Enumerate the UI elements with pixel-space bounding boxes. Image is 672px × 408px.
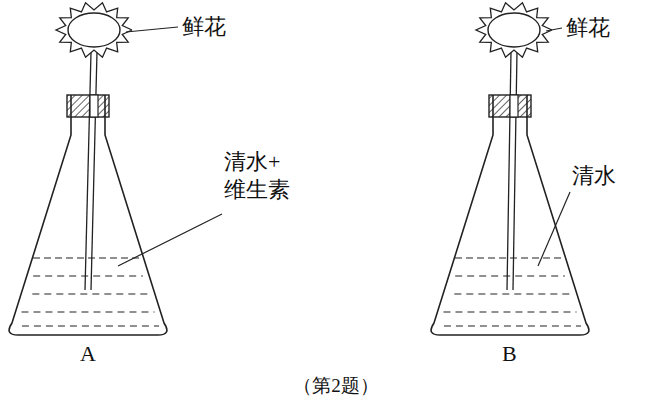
flower-petals <box>56 3 132 58</box>
flask <box>9 3 167 335</box>
stem-hole <box>510 95 518 117</box>
flower-stem <box>513 52 517 290</box>
figure-caption: （第2题） <box>293 374 379 398</box>
leader-line <box>126 27 178 32</box>
water-dash <box>32 293 148 294</box>
flask-outline <box>9 95 167 335</box>
water-dash <box>443 311 576 312</box>
flower-stem <box>85 52 91 290</box>
water-dash <box>21 311 154 312</box>
water-dash <box>455 275 565 276</box>
water-dash <box>33 275 143 276</box>
part-label: 鲜花 <box>182 13 226 41</box>
flask-letter: B <box>502 340 517 368</box>
stopper <box>67 95 109 117</box>
flask <box>431 3 589 335</box>
part-label: 清水+ 维生素 <box>224 148 303 203</box>
flower-stem <box>91 52 97 290</box>
part-label: 清水 <box>572 162 616 190</box>
leader-line <box>546 28 562 31</box>
water-surface <box>33 257 143 258</box>
leader-line <box>118 214 222 266</box>
water-surface <box>455 257 565 258</box>
flower-petals <box>476 3 552 58</box>
stopper <box>489 95 531 117</box>
part-label: 鲜花 <box>566 14 610 42</box>
water-dash <box>22 325 159 326</box>
flower-center <box>488 13 540 47</box>
flower-center <box>68 13 120 47</box>
flask-letter: A <box>80 340 96 368</box>
flower-stem <box>507 52 511 290</box>
water-dash <box>454 293 570 294</box>
stem-hole <box>90 95 98 117</box>
water-dash <box>444 325 581 326</box>
leader-line <box>538 192 570 266</box>
